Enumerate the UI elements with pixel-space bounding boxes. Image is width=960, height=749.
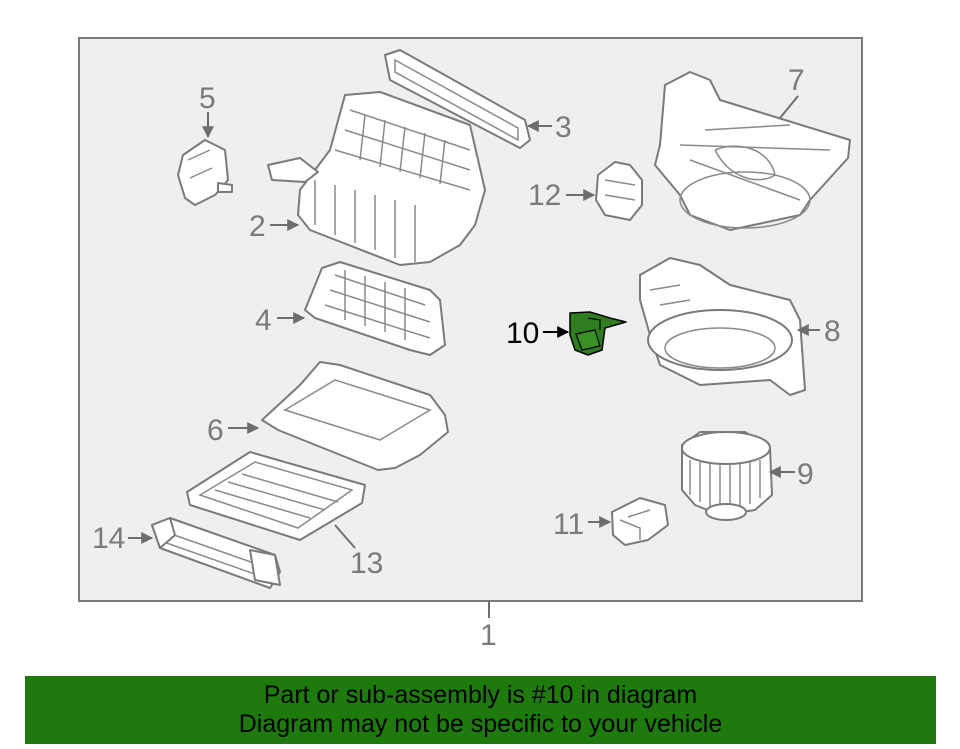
callout-2: 2 xyxy=(249,210,266,243)
callout-12: 12 xyxy=(528,179,561,212)
callout-6: 6 xyxy=(207,414,224,447)
callout-7: 7 xyxy=(788,64,805,97)
part-14-heater-core xyxy=(151,517,281,589)
part-9-blower-motor xyxy=(681,431,773,521)
parts-diagram: 1 5 2 3 7 12 4 xyxy=(78,37,863,652)
banner-line-2: Diagram may not be specific to your vehi… xyxy=(238,710,723,738)
callout-14: 14 xyxy=(92,522,125,555)
callout-1: 1 xyxy=(480,619,497,652)
callout-10: 10 xyxy=(506,317,539,350)
part-11-switch xyxy=(611,497,669,546)
callout-11: 11 xyxy=(553,508,584,541)
info-banner: Part or sub-assembly is #10 in diagram D… xyxy=(25,676,936,744)
part-5-actuator xyxy=(177,139,233,206)
leader-13 xyxy=(334,524,356,549)
part-7-upper-case xyxy=(654,71,851,231)
part-4-lower-housing xyxy=(304,261,446,356)
part-12-actuator xyxy=(595,161,643,221)
banner-line-1: Part or sub-assembly is #10 in diagram xyxy=(263,681,698,709)
callout-13: 13 xyxy=(350,547,383,580)
part-2-housing xyxy=(267,91,486,266)
callout-5: 5 xyxy=(199,82,216,115)
part-10-highlighted xyxy=(569,311,627,356)
callout-9: 9 xyxy=(797,458,814,491)
callout-8: 8 xyxy=(824,315,841,348)
part-8-blower-case xyxy=(639,257,806,396)
part-6-filter-frame xyxy=(261,361,449,471)
part-3-seal xyxy=(384,49,531,149)
callout-3: 3 xyxy=(555,111,572,144)
part-13-cabin-filter xyxy=(186,451,366,541)
callout-4: 4 xyxy=(255,304,272,337)
leader-7 xyxy=(779,95,799,119)
